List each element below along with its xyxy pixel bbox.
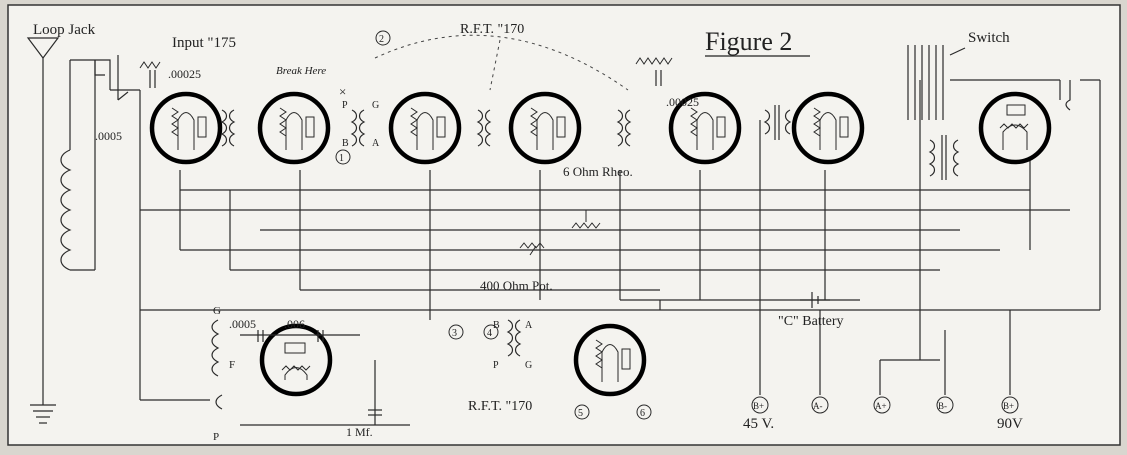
- cap-0005-bottom-label: .0005: [229, 317, 256, 331]
- coil-letter-b: B: [342, 138, 349, 149]
- svg-text:1: 1: [339, 153, 344, 164]
- rheostat-resistor: [571, 222, 601, 229]
- cap-006-label: .006: [284, 317, 305, 331]
- svg-text:6: 6: [640, 408, 645, 419]
- tube-reflex: [259, 323, 333, 397]
- grid-leak-resistor-1: [139, 61, 161, 69]
- tube-7: [978, 91, 1052, 165]
- coil-letter-a: A: [372, 138, 380, 149]
- reflex-letter-g: G: [213, 305, 221, 317]
- terminal-b-plus-45: B+: [751, 396, 769, 414]
- rft-top-label: R.F.T. "170: [460, 22, 524, 37]
- ground-icon: [30, 404, 56, 424]
- figure-title: Figure 2: [705, 27, 792, 56]
- marker-1: 1: [335, 149, 351, 165]
- switch-icon: [907, 45, 966, 120]
- vacuum-tubes: [149, 91, 1052, 397]
- svg-text:B+: B+: [753, 401, 764, 411]
- tube-1: [149, 91, 223, 165]
- break-x-icon: ×: [339, 84, 346, 99]
- potentiometer-resistor: [519, 242, 545, 249]
- cap-00025-left-label: .00025: [168, 67, 201, 81]
- marker-2: 2: [375, 30, 391, 46]
- reflex-letter-p: P: [213, 431, 219, 443]
- tube-5: [668, 91, 742, 165]
- svg-text:3: 3: [452, 328, 457, 339]
- v45-label: 45 V.: [743, 416, 774, 432]
- transformers: [211, 105, 960, 410]
- break-here-label: Break Here: [276, 65, 326, 77]
- svg-text:5: 5: [578, 408, 583, 419]
- svg-text:A-: A-: [813, 401, 823, 411]
- cap-00025-right-label: .00025: [666, 95, 699, 109]
- bottom-letter-a: A: [525, 320, 533, 331]
- terminal-b-plus-90: B+: [1001, 396, 1019, 414]
- terminal-a-plus: A+: [873, 396, 891, 414]
- loop-jack: [70, 55, 129, 101]
- tube-6: [791, 91, 865, 165]
- terminal-b-minus: B-: [936, 396, 954, 414]
- tube-detector: [573, 323, 647, 397]
- capacitor-00025-left: [149, 70, 156, 88]
- coil-letter-p: P: [342, 100, 348, 111]
- c-battery-icon: [800, 292, 830, 308]
- capacitor-00025-right: [655, 70, 662, 86]
- tube-3: [388, 91, 462, 165]
- marker-4: 4: [483, 324, 499, 340]
- diagram-border: [7, 4, 1121, 446]
- svg-text:4: 4: [487, 328, 492, 339]
- tube-2: [257, 91, 331, 165]
- c-battery-label: "C" Battery: [778, 314, 843, 329]
- terminal-a-minus: A-: [811, 396, 829, 414]
- output-jack: [1065, 80, 1071, 111]
- cap-0005-left-label: .0005: [95, 129, 122, 143]
- one-mf-label: 1 Mf.: [346, 425, 373, 439]
- marker-6: 6: [636, 404, 652, 420]
- svg-text:B+: B+: [1003, 401, 1014, 411]
- grid-leak-resistor-2: [635, 57, 673, 65]
- main-wiring: [110, 79, 1101, 401]
- tube-internals: [171, 104, 1029, 382]
- svg-text:A+: A+: [875, 401, 887, 411]
- switch-label: Switch: [968, 30, 1010, 46]
- input-175-label: Input "175: [172, 35, 236, 51]
- svg-text:B-: B-: [938, 401, 947, 411]
- coil-letter-g: G: [372, 100, 379, 111]
- reflex-letter-f: F: [229, 359, 235, 371]
- bottom-letter-b: B: [493, 320, 500, 331]
- loop-coil: [60, 149, 72, 271]
- loop-jack-label: Loop Jack: [33, 22, 96, 38]
- svg-text:2: 2: [379, 34, 384, 45]
- tube-4: [508, 91, 582, 165]
- rft-bottom-label: R.F.T. "170: [468, 399, 532, 414]
- marker-3: 3: [448, 324, 464, 340]
- v90-label: 90V: [997, 416, 1023, 432]
- bottom-letter-p: P: [493, 360, 499, 371]
- marker-5: 5: [574, 404, 590, 420]
- pot-label: 400 Ohm Pot.: [480, 278, 553, 293]
- bottom-letter-g: G: [525, 360, 532, 371]
- rheo-label: 6 Ohm Rheo.: [563, 164, 633, 179]
- antenna-icon: [26, 37, 60, 405]
